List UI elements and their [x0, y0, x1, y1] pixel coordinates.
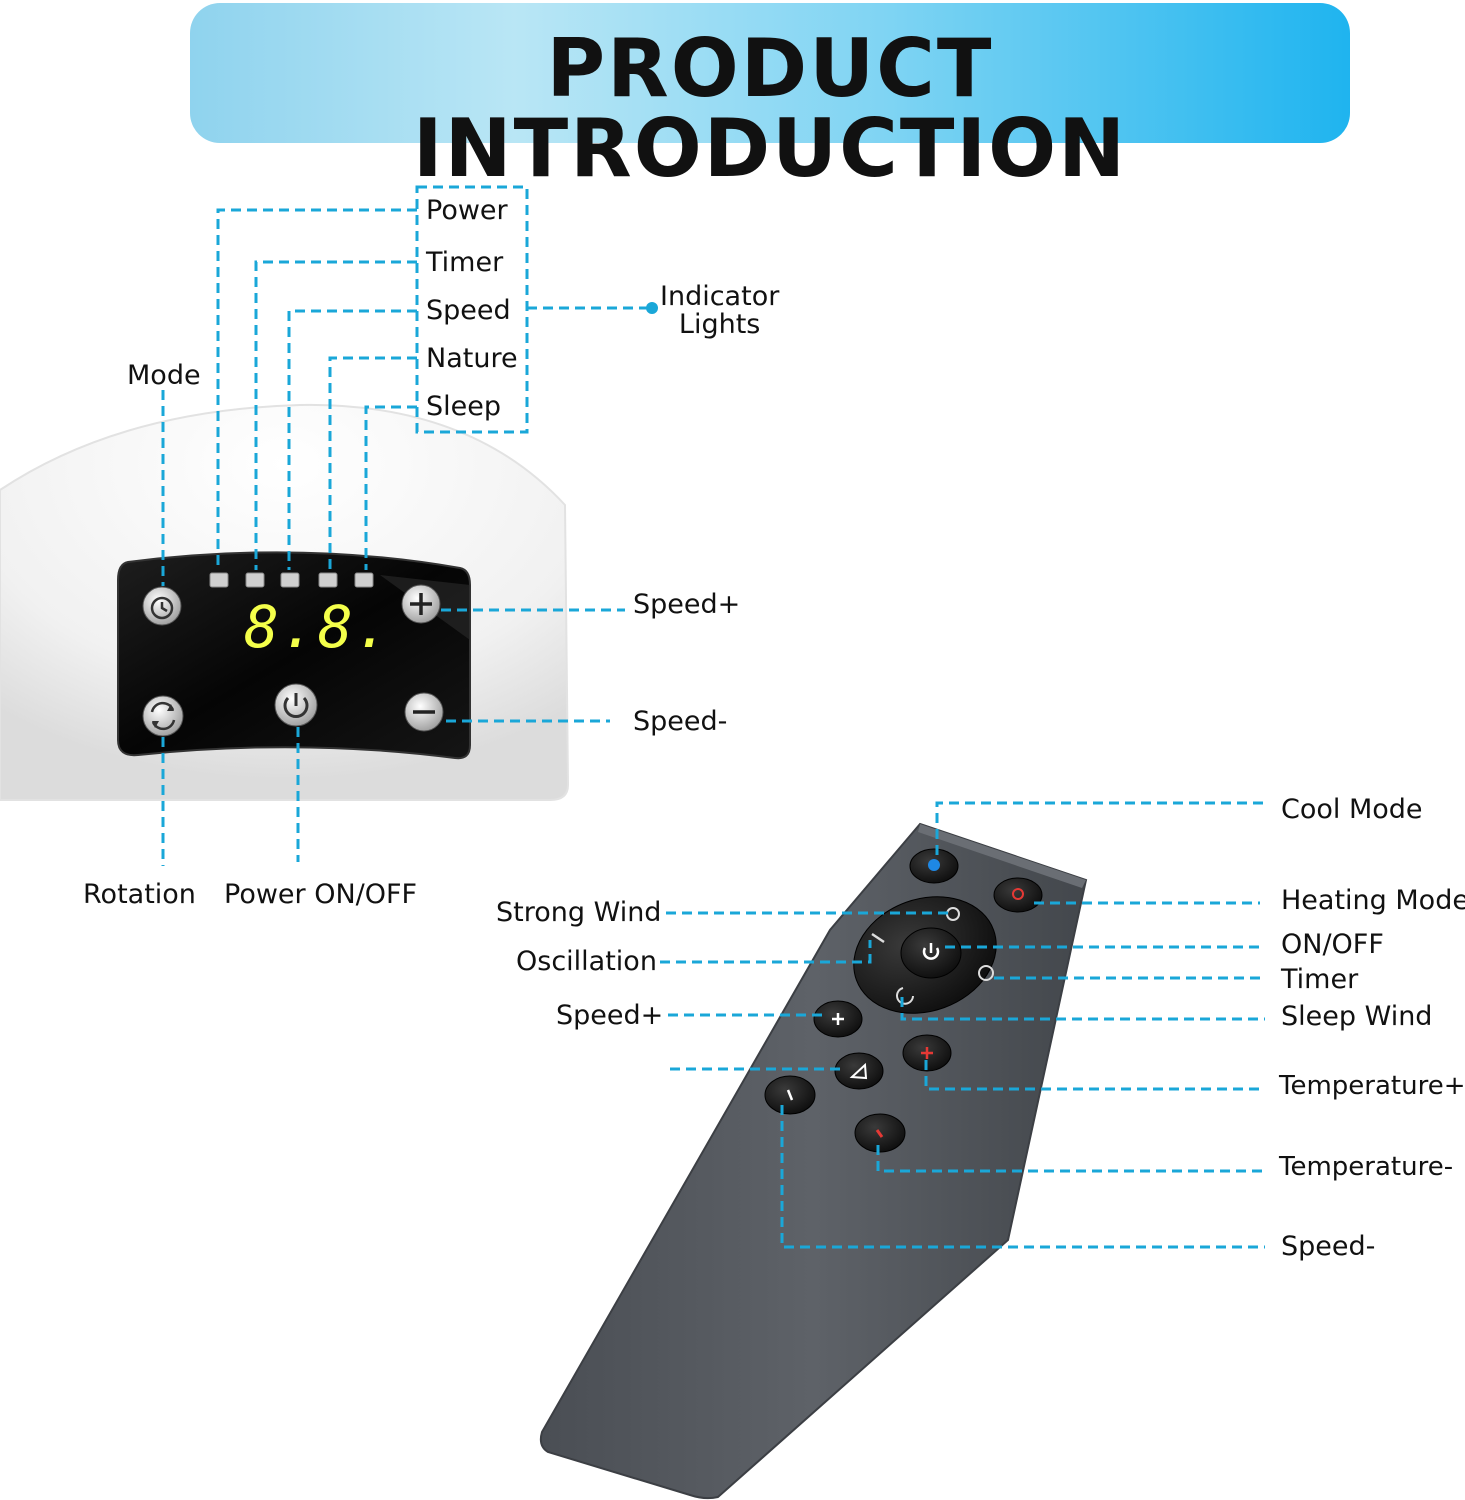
mode-icon[interactable] — [142, 586, 182, 626]
timer-icon — [978, 965, 994, 981]
indicator-lights-label: Indicator Lights — [660, 281, 780, 341]
page-title: PRODUCT INTRODUCTION — [412, 22, 1128, 195]
indicator-lights — [209, 572, 374, 588]
triangle-icon[interactable] — [834, 1052, 884, 1090]
plus-icon[interactable] — [813, 1000, 863, 1038]
indicator-label-timer: Timer — [426, 247, 504, 278]
panel-leader-lines — [161, 208, 650, 866]
oscillation-label: Oscillation — [516, 946, 657, 977]
temp-minus-icon[interactable] — [854, 1113, 906, 1153]
onoff-label: ON/OFF — [1281, 929, 1384, 960]
temp-minus-label: Temperature- — [1279, 1152, 1454, 1182]
power-indicator-icon — [209, 572, 229, 588]
nature-indicator-icon — [318, 572, 338, 588]
timer-indicator-icon — [245, 572, 265, 588]
heating-icon[interactable] — [993, 877, 1043, 913]
plus-icon[interactable] — [401, 584, 441, 624]
indicator-label-speed: Speed — [426, 295, 511, 326]
remote-speed-minus-label: Speed- — [1281, 1231, 1376, 1262]
minus-icon[interactable] — [404, 692, 444, 732]
timer-label: Timer — [1281, 964, 1359, 995]
rotation-icon[interactable] — [142, 695, 184, 737]
heating-mode-label: Heating Mode — [1281, 885, 1465, 916]
rotation-label: Rotation — [83, 879, 196, 910]
speed-indicator-icon — [280, 572, 300, 588]
minus-icon[interactable] — [764, 1075, 816, 1115]
mode-label: Mode — [127, 360, 201, 391]
indicator-label-power: Power — [426, 195, 508, 226]
sleep-wind-label: Sleep Wind — [1281, 1001, 1433, 1032]
control-panel — [117, 551, 471, 760]
strong-wind-label: Strong Wind — [496, 897, 662, 928]
remote-control — [539, 822, 1088, 1500]
display-readout: 8.8. — [244, 593, 392, 661]
oscillation-icon — [871, 932, 885, 944]
temp-plus-label: Temperature+ — [1279, 1071, 1465, 1101]
power-icon[interactable] — [274, 683, 318, 727]
indicator-label-sleep: Sleep — [426, 391, 502, 422]
title-banner: PRODUCT INTRODUCTION — [190, 3, 1350, 189]
temp-plus-icon[interactable] — [902, 1034, 952, 1072]
power-icon[interactable] — [900, 927, 962, 979]
remote-leader-lines — [660, 801, 1268, 1249]
cool-mode-icon[interactable] — [909, 848, 959, 884]
power-onoff-label: Power ON/OFF — [224, 879, 418, 910]
cool-mode-label: Cool Mode — [1281, 794, 1423, 825]
speed-minus-label: Speed- — [633, 706, 728, 737]
indicator-label-nature: Nature — [426, 343, 518, 374]
remote-speed-plus-label: Speed+ — [556, 1000, 664, 1031]
sleep-indicator-icon — [354, 572, 374, 588]
speed-plus-label: Speed+ — [633, 589, 741, 620]
indicator-dot — [646, 302, 658, 314]
sleep-icon — [896, 987, 914, 1005]
